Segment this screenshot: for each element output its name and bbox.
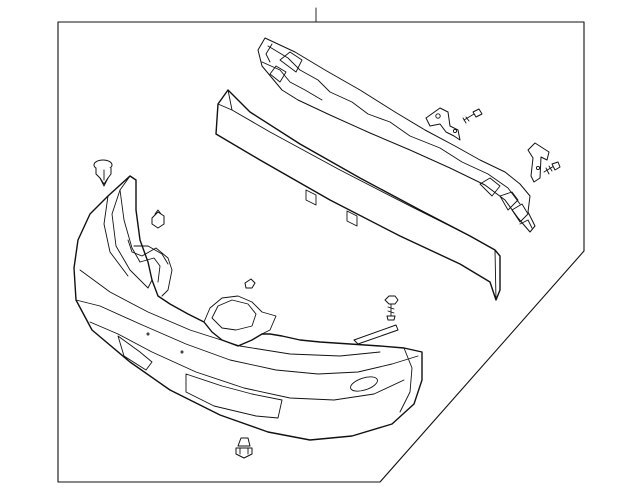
retainer-clip (151, 209, 165, 229)
trim-strip (353, 324, 399, 345)
bolt-side (543, 161, 561, 175)
bar-slot (305, 189, 317, 206)
fog-lamp-opening (350, 376, 378, 392)
energy-absorber (257, 37, 536, 233)
mount-dot (180, 350, 184, 354)
push-clip-bottom (235, 437, 253, 459)
bracket-side (527, 142, 550, 183)
bolt-upper (462, 108, 483, 124)
bar-slot (346, 210, 358, 227)
bracket-upper (425, 107, 461, 141)
small-clip (244, 278, 256, 289)
reinforcement-bar (215, 89, 501, 301)
mount-dot (146, 332, 150, 336)
assembly-frame (57, 21, 585, 483)
bumper-cover (73, 175, 423, 441)
push-clip-left (93, 159, 113, 187)
bolt-lower (384, 295, 399, 321)
